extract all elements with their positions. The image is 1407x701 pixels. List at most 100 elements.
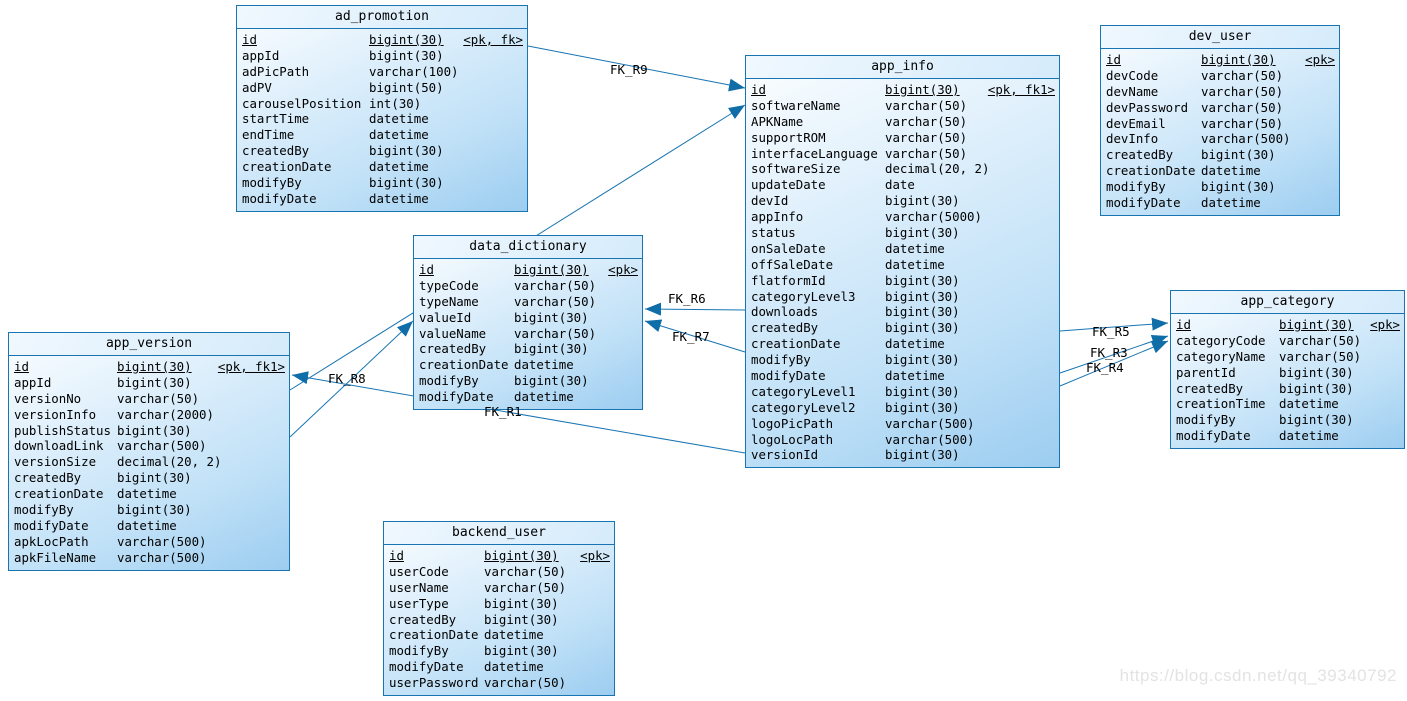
field-type: bigint(30)	[117, 470, 192, 486]
fk-label-FK_R8: FK_R8	[328, 371, 366, 386]
field-name: modifyDate	[751, 368, 826, 384]
table-title: data_dictionary	[414, 236, 642, 259]
field-key-annotation: <pk>	[1305, 52, 1335, 67]
field-type: datetime	[1201, 163, 1261, 179]
field-type: datetime	[369, 111, 429, 127]
field-type: bigint(30)	[117, 359, 192, 374]
field-name: status	[751, 225, 796, 241]
field-type: varchar(500)	[117, 549, 207, 565]
fk-relationship-line-3	[291, 371, 746, 454]
field-type: varchar(50)	[1201, 67, 1284, 83]
table-title: app_info	[746, 56, 1059, 79]
field-type: bigint(30)	[484, 611, 559, 627]
table-title: app_version	[9, 333, 289, 356]
field-type: datetime	[484, 659, 544, 675]
field-type: bigint(30)	[484, 595, 559, 611]
field-type: bigint(30)	[885, 320, 960, 336]
field-type: bigint(30)	[1201, 52, 1276, 67]
field-type: datetime	[514, 357, 574, 373]
fk-relationship-line-8	[1059, 340, 1169, 387]
field-type: bigint(30)	[369, 175, 444, 191]
fk-label-FK_R7: FK_R7	[672, 329, 710, 344]
field-name: id	[751, 82, 766, 97]
watermark-text: https://blog.csdn.net/qq_39340792	[1119, 666, 1397, 685]
field-name: modifyDate	[14, 517, 89, 533]
field-type: varchar(50)	[117, 390, 200, 406]
field-type: bigint(30)	[117, 374, 192, 390]
field-name: userType	[389, 595, 449, 611]
field-name: creationTime	[1176, 396, 1266, 412]
fk-label-FK_R5: FK_R5	[1092, 324, 1130, 339]
field-name: modifyBy	[242, 175, 302, 191]
field-type: bigint(30)	[484, 548, 559, 563]
field-name: softwareName	[751, 97, 841, 113]
field-name: devCode	[1106, 67, 1159, 83]
field-name: downloadLink	[14, 438, 104, 454]
field-name: logoPicPath	[751, 415, 834, 431]
field-type: varchar(100)	[369, 63, 459, 79]
field-name: softwareSize	[751, 161, 841, 177]
field-type: varchar(50)	[885, 113, 968, 129]
field-type: decimal(20, 2)	[117, 454, 222, 470]
field-name: categoryLevel2	[751, 399, 856, 415]
table-title: app_category	[1171, 291, 1404, 314]
field-key-annotation: <pk>	[1370, 317, 1400, 332]
field-name: versionNo	[14, 390, 82, 406]
field-type: datetime	[885, 256, 945, 272]
field-type: varchar(50)	[484, 563, 567, 579]
field-type: varchar(500)	[117, 438, 207, 454]
field-name: logoLocPath	[751, 431, 834, 447]
field-type: datetime	[369, 190, 429, 206]
field-type: varchar(50)	[1201, 99, 1284, 115]
field-type: varchar(50)	[1201, 83, 1284, 99]
field-type: varchar(50)	[514, 293, 597, 309]
fk-relationship-line-2	[289, 320, 414, 438]
field-name: modifyDate	[242, 190, 317, 206]
field-name: creationDate	[1106, 163, 1196, 179]
field-type: datetime	[1279, 396, 1339, 412]
field-type: bigint(30)	[1279, 412, 1354, 428]
field-type: datetime	[885, 336, 945, 352]
field-name: id	[242, 32, 257, 47]
field-name: parentId	[1176, 364, 1236, 380]
field-type: bigint(30)	[885, 288, 960, 304]
fk-relationship-line-7	[1059, 335, 1169, 374]
field-key-annotation: <pk, fk1>	[217, 359, 285, 374]
field-type: varchar(50)	[514, 277, 597, 293]
field-type: bigint(30)	[1279, 364, 1354, 380]
